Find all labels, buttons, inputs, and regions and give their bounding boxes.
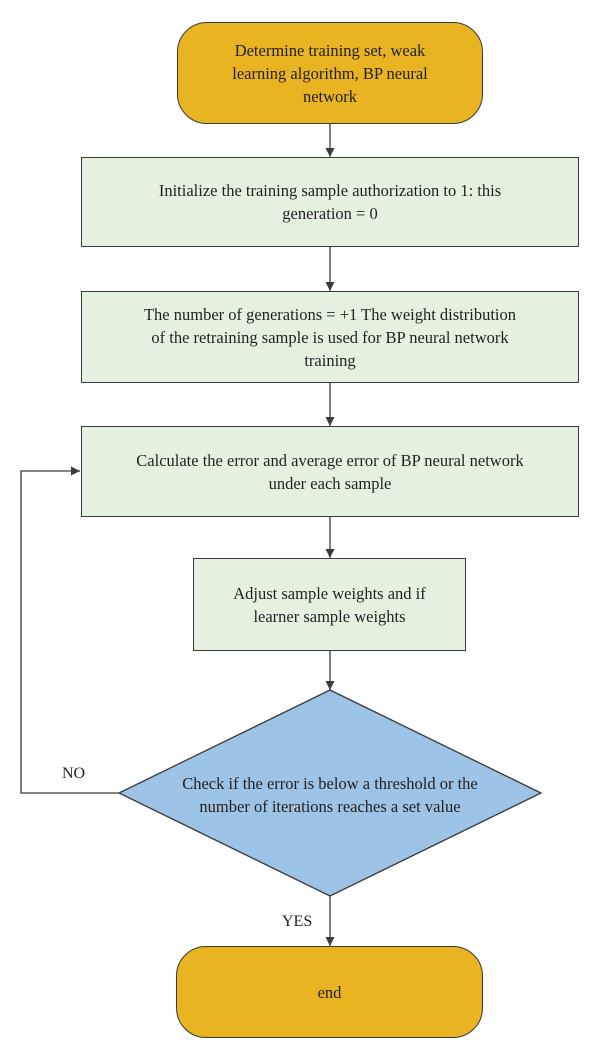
yes-edge-label: YES — [282, 913, 313, 930]
generation-process-box: The number of generations = +1 The weigh… — [81, 291, 579, 383]
calculate-process-text: Calculate the error and average error of… — [136, 450, 524, 493]
calculate-process-box: Calculate the error and average error of… — [81, 426, 579, 517]
adjust-process-box: Adjust sample weights and if learner sam… — [193, 558, 466, 651]
decision-text: Check if the error is below a threshold … — [182, 774, 478, 816]
start-terminal: Determine training set, weak learning al… — [177, 22, 483, 124]
adjust-process-text: Adjust sample weights and if learner sam… — [233, 583, 426, 626]
arrow-no-loop — [20, 466, 119, 794]
init-process-text: Initialize the training sample authoriza… — [158, 181, 502, 223]
end-terminal-text: end — [317, 982, 342, 1002]
generation-process-text: The number of generations = +1 The weigh… — [143, 304, 517, 370]
start-terminal-text: Determine training set, weak learning al… — [232, 40, 428, 106]
no-edge-label: NO — [62, 765, 86, 782]
init-process-box: Initialize the training sample authoriza… — [81, 157, 579, 247]
end-terminal: end — [176, 946, 483, 1038]
